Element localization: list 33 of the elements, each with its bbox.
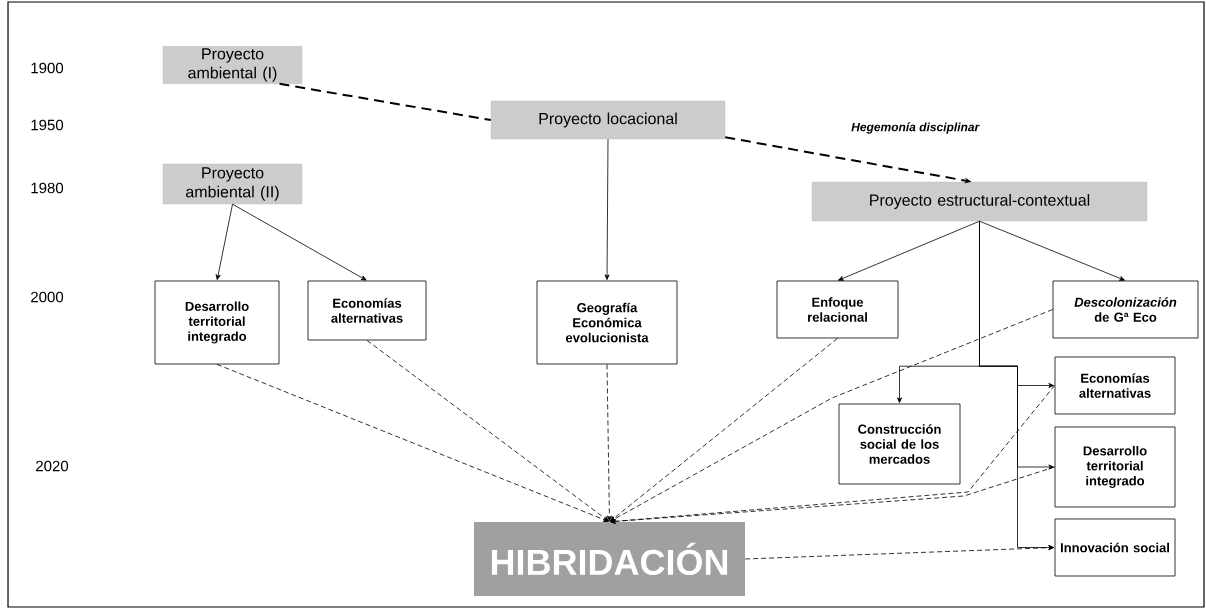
dashed-arrow [216,364,609,522]
arrow [215,203,233,280]
topic-box: Construcción social de los mercados [838,403,961,485]
project-box: Proyecto locacional [490,100,726,140]
dashed-arrow [610,309,1053,522]
arrow [232,203,367,281]
arrow [979,220,1054,550]
hybrid-box: HIBRIDACIÓN [474,522,745,596]
topic-box: Desarrollo territorial integrado [154,280,280,365]
year-label: 2020 [36,460,69,472]
topic-box: Economías alternativas [307,280,427,341]
project-box: Proyecto estructural-contextual [811,181,1148,222]
dashed-arrow [606,364,612,522]
arrow [604,138,610,280]
topic-box: Innovación social [1054,518,1176,577]
project-box: Proyecto ambiental (I) [162,46,303,84]
arrow [838,220,980,281]
dashed-arrow [366,340,610,522]
dashed-arrow [609,338,838,522]
topic-box: Desarrollo territorial integrado [1054,426,1176,508]
topic-box: Geografía Económica evolucionista [536,280,678,365]
topic-box: Economías alternativas [1054,356,1176,415]
topic-box: Descolonización de Gª Eco [1052,280,1199,339]
project-box: Proyecto ambiental (II) [162,163,303,205]
dashed-arrow [610,466,1055,524]
year-label: 1950 [31,119,64,131]
edge-label: Hegemonía disciplinar [851,122,980,134]
dashed-arrow [744,545,1054,560]
arrow [979,220,1125,281]
year-label: 1980 [31,182,64,194]
year-label: 1900 [31,62,64,74]
year-label: 2000 [31,291,64,303]
topic-box: Enfoque relacional [776,280,899,339]
